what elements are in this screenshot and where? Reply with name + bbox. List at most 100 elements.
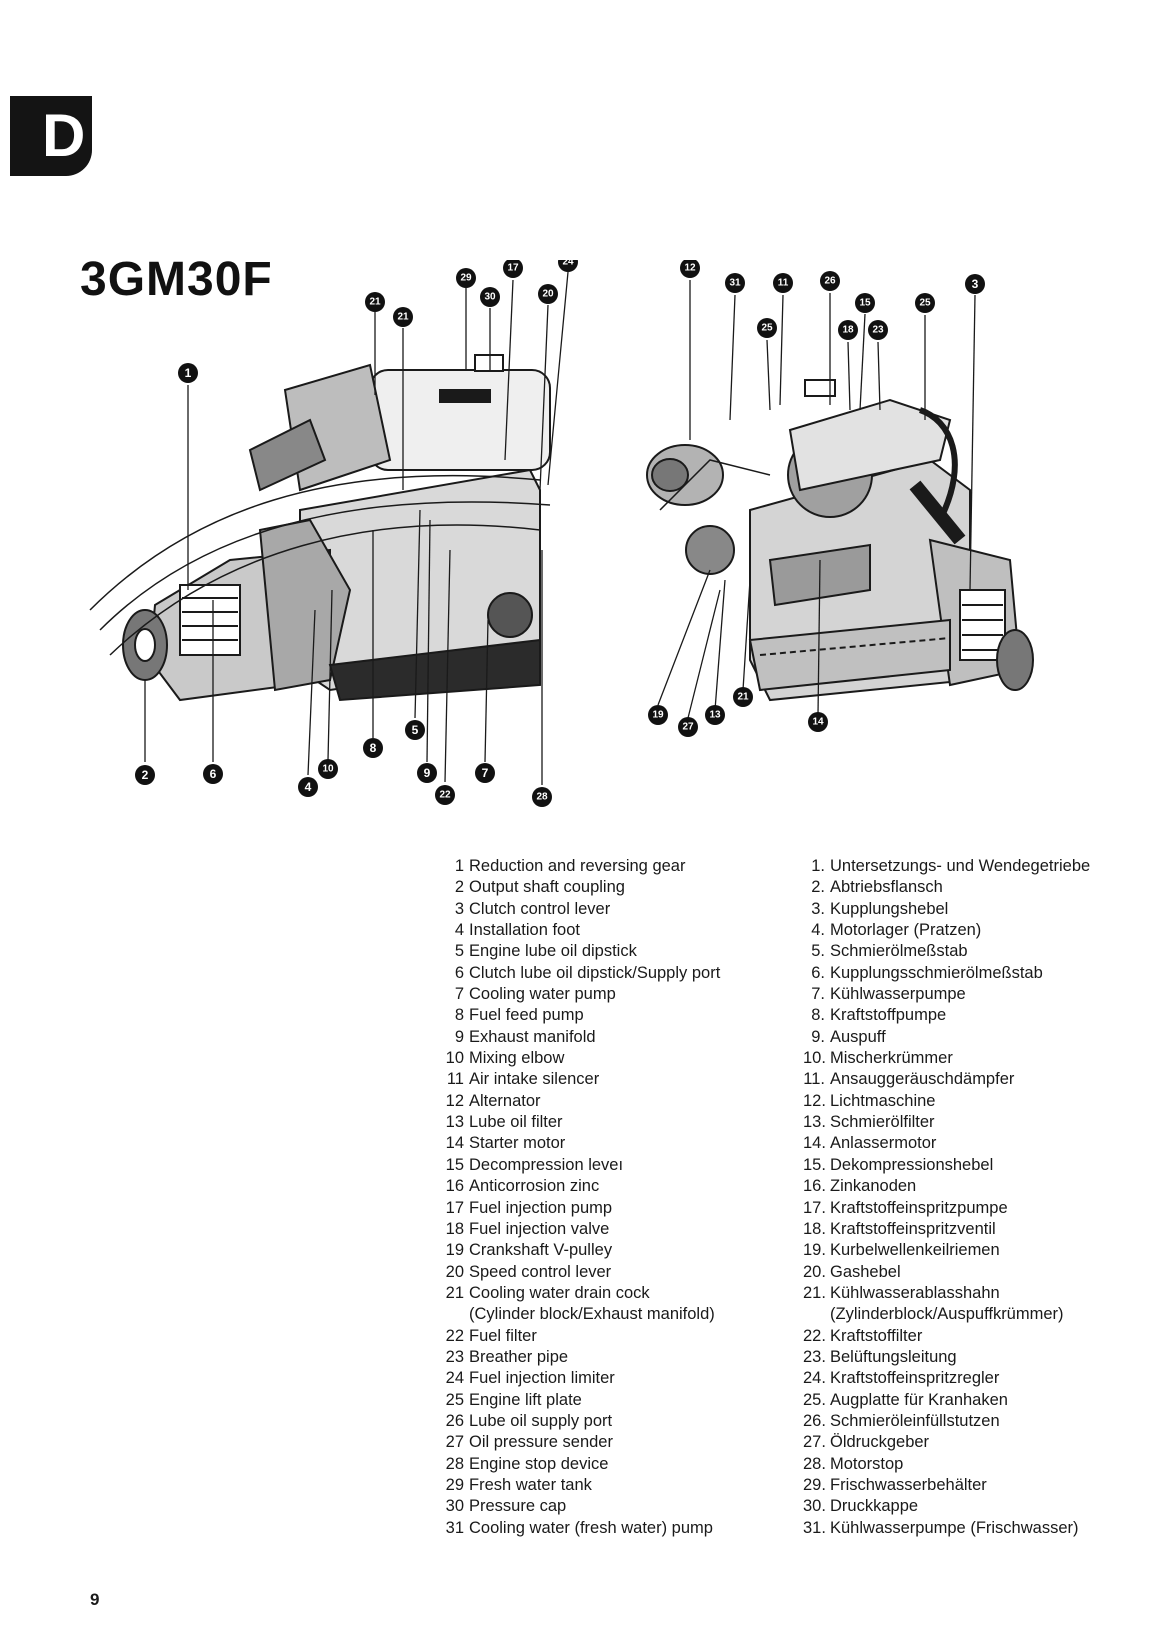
legend-item: 4.Motorlager (Pratzen) bbox=[803, 920, 1133, 941]
legend-item-number: 8 bbox=[454, 1006, 464, 1025]
callout-label: 6 bbox=[210, 767, 217, 781]
legend-item: 9.Auspuff bbox=[803, 1027, 1133, 1048]
legend-item-text: Ansauggeräuschdämpfer bbox=[830, 1070, 1015, 1089]
legend-item-text: Auspuff bbox=[830, 1027, 886, 1046]
legend-item-number: 13. bbox=[803, 1113, 826, 1132]
right-callout-markers: 12 31 11 26 15 25 3 18 23 25 19 27 13 21… bbox=[648, 260, 985, 737]
callout-label: 21 bbox=[369, 297, 381, 308]
legend-item-number: 26. bbox=[803, 1411, 826, 1430]
legend-item-number: 17 bbox=[445, 1198, 464, 1217]
callout-label: 3 bbox=[972, 277, 979, 291]
legend-item-number: 21. bbox=[803, 1283, 826, 1302]
legend-item-text: Kühlwasserablasshahn bbox=[830, 1283, 1000, 1302]
legend-item: 27.Öldruckgeber bbox=[803, 1432, 1133, 1453]
legend-item-text: Breather pipe bbox=[469, 1347, 569, 1366]
callout-marker: 7 bbox=[475, 763, 495, 783]
callout-marker: 21 bbox=[733, 687, 753, 707]
callout-marker: 30 bbox=[480, 287, 500, 307]
legend-item: 14 Starter motor bbox=[440, 1133, 780, 1154]
legend-item-text: Cooling water (fresh water) pump bbox=[469, 1518, 713, 1537]
legend-item: 12.Lichtmaschine bbox=[803, 1091, 1133, 1112]
legend-item-text: Engine lift plate bbox=[469, 1390, 582, 1409]
legend-item-text: Schmierölmeßstab bbox=[830, 942, 968, 961]
callout-label: 25 bbox=[919, 298, 931, 309]
callout-label: 31 bbox=[729, 278, 741, 289]
callout-marker: 8 bbox=[363, 738, 383, 758]
legend-item-number: 5 bbox=[454, 942, 464, 961]
legend-item-number: 12 bbox=[445, 1091, 464, 1110]
callout-label: 28 bbox=[536, 792, 548, 803]
legend-item-text: Installation foot bbox=[469, 921, 580, 940]
legend-item-number: 16 bbox=[445, 1177, 464, 1196]
callout-marker: 15 bbox=[855, 293, 875, 313]
legend-item: 31.Kühlwasserpumpe (Frischwasser) bbox=[803, 1518, 1133, 1539]
legend-item-text: Augplatte für Kranhaken bbox=[830, 1390, 1008, 1409]
legend-item: 29.Frischwasserbehälter bbox=[803, 1475, 1133, 1496]
legend-item-number: 19 bbox=[445, 1241, 464, 1260]
callout-marker: 26 bbox=[820, 271, 840, 291]
legend-item: 17.Kraftstoffeinspritzpumpe bbox=[803, 1198, 1133, 1219]
legend-item-number: 12. bbox=[803, 1091, 826, 1110]
legend-item-text: Fresh water tank bbox=[469, 1475, 592, 1494]
legend-item-text: Gashebel bbox=[830, 1262, 901, 1281]
legend-item: 16 Anticorrosion zinc bbox=[440, 1176, 780, 1197]
legend-item-text: Fuel injection valve bbox=[469, 1219, 610, 1238]
legend-item: 26.Schmieröleinfüllstutzen bbox=[803, 1411, 1133, 1432]
legend-item-number: 20. bbox=[803, 1262, 826, 1281]
legend-item-text: Cooling water pump bbox=[469, 985, 616, 1004]
legend-item-text: Kühlwasserpumpe bbox=[830, 985, 966, 1004]
legend-item: 15.Dekompressionshebel bbox=[803, 1155, 1133, 1176]
callout-label: 18 bbox=[842, 325, 854, 336]
legend-item-text: Lichtmaschine bbox=[830, 1091, 936, 1110]
callout-marker: 29 bbox=[456, 268, 476, 288]
legend-item-text: Clutch lube oil dipstick/Supply port bbox=[469, 963, 721, 982]
legend-item-number: 29. bbox=[803, 1475, 826, 1494]
legend-item-text: Mixing elbow bbox=[469, 1049, 565, 1068]
legend-item-number: 16. bbox=[803, 1177, 826, 1196]
legend-item-number: 18. bbox=[803, 1219, 826, 1238]
legend-item-number: 10 bbox=[445, 1049, 464, 1068]
legend-item-number: 30. bbox=[803, 1497, 826, 1516]
callout-label: 27 bbox=[682, 722, 694, 733]
legend-item-number: 7 bbox=[454, 985, 464, 1004]
legend-item: 21.Kühlwasserablasshahn bbox=[803, 1283, 1133, 1304]
left-engine-illustration bbox=[89, 354, 551, 702]
callout-label: 2 bbox=[142, 768, 149, 782]
section-tab: D bbox=[10, 96, 92, 176]
legend-item-number: 20 bbox=[445, 1262, 464, 1281]
callout-label: 9 bbox=[424, 766, 431, 780]
legend-item-text: Clutch control lever bbox=[469, 899, 611, 918]
legend-item: 10.Mischerkrümmer bbox=[803, 1048, 1133, 1069]
legend-item-text: Starter motor bbox=[469, 1134, 566, 1153]
legend-item: 10 Mixing elbow bbox=[440, 1048, 780, 1069]
legend-item-number: 8. bbox=[811, 1006, 825, 1025]
legend-item-number: 21 bbox=[445, 1283, 464, 1302]
callout-label: 25 bbox=[761, 323, 773, 334]
legend-item-number: 22 bbox=[445, 1326, 464, 1345]
legend-item-number: 5. bbox=[811, 942, 825, 961]
legend-item: 8.Kraftstoffpumpe bbox=[803, 1005, 1133, 1026]
legend-item-number: 24. bbox=[803, 1369, 826, 1388]
callout-label: 19 bbox=[652, 710, 664, 721]
legend-item: (Zylinderblock/Auspuffkrümmer) bbox=[803, 1304, 1133, 1325]
legend-item: 14.Anlassermotor bbox=[803, 1133, 1133, 1154]
callout-label: 15 bbox=[859, 298, 871, 309]
legend-item-text: Anticorrosion zinc bbox=[469, 1177, 600, 1196]
legend-item-text: Oil pressure sender bbox=[469, 1433, 613, 1452]
callout-marker: 11 bbox=[773, 273, 793, 293]
legend-item-text: Motorlager (Pratzen) bbox=[830, 921, 982, 940]
legend-item-text: Lube oil filter bbox=[469, 1113, 563, 1132]
legend-item: 18.Kraftstoffeinspritzventil bbox=[803, 1219, 1133, 1240]
legend-item-number: 25. bbox=[803, 1390, 826, 1409]
legend-item-number: 31. bbox=[803, 1518, 826, 1537]
legend-item: 5. Schmierölmeßstab bbox=[803, 941, 1133, 962]
legend-item-number: 14 bbox=[445, 1134, 464, 1153]
legend-item: 13.Schmierölfilter bbox=[803, 1112, 1133, 1133]
callout-label: 12 bbox=[684, 263, 696, 274]
legend-item-number: 18 bbox=[445, 1219, 464, 1238]
legend-item-text: Fuel injection limiter bbox=[469, 1369, 615, 1388]
